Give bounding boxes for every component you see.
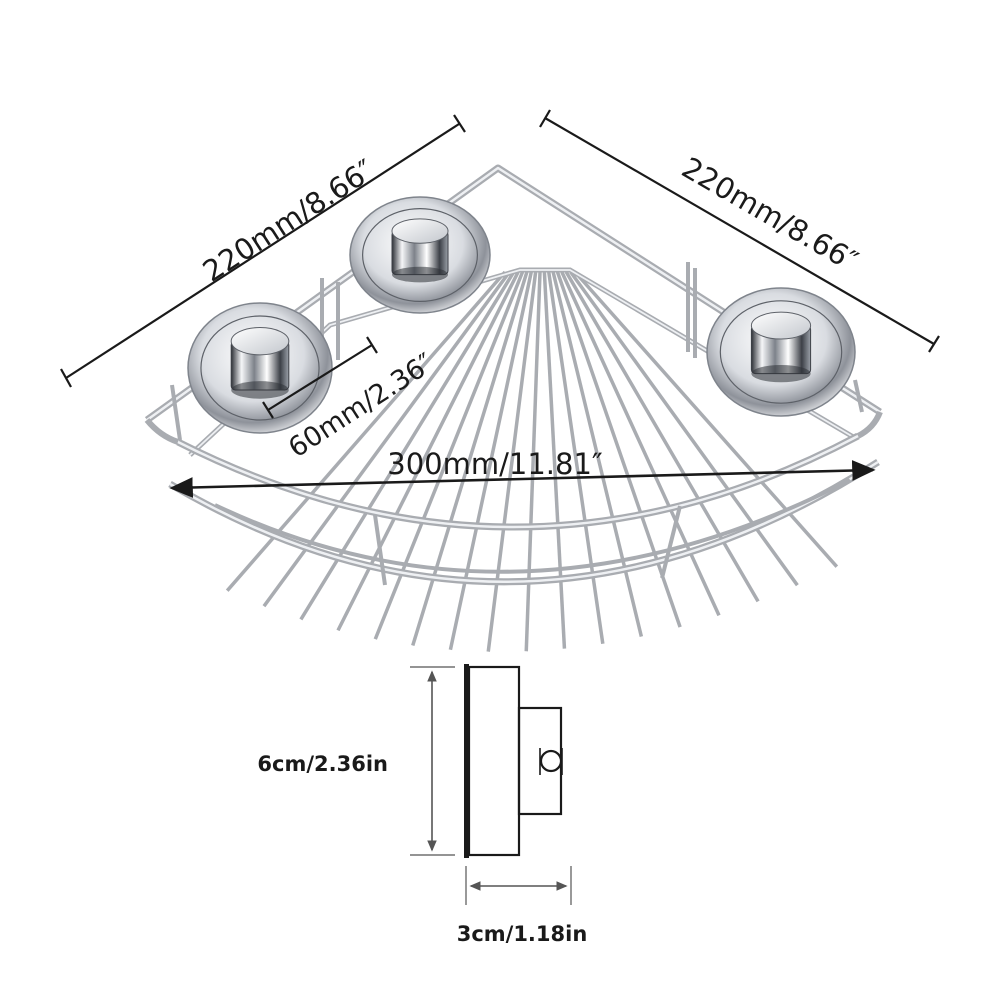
top-dimensions [60,109,940,498]
fan-wire [547,271,605,644]
suction-cup-icon [349,196,491,314]
right-dimension-line [544,117,935,345]
fan-wire [569,270,799,587]
suction-cup-side-view: 6cm/2.36in 3cm/1.18in [257,664,587,946]
height-dimension [410,666,455,856]
left-dimension-line [65,123,460,379]
front-width-arrow [169,460,876,498]
cup-depth-label: 3cm/1.18in [457,922,588,946]
fan-wire [299,271,516,621]
front-width-label: 300mm/11.81″ [387,447,603,481]
suction-cup-icon [706,287,856,417]
right-edge-label: 220mm/8.66″ [676,150,864,278]
fan-wire [555,271,682,628]
cup-profile [464,664,563,858]
offset-dimension-line [267,344,373,411]
fan-wire [573,270,839,568]
fan-wire [373,271,525,640]
corner-shelf-basket [144,164,883,652]
suction-cups [187,196,856,434]
fan-wire [411,271,529,647]
fan-wire [560,271,721,617]
fan-wire [564,271,760,603]
fan-wire [336,271,520,632]
suction-cup-icon [187,302,333,434]
fan-wire [551,271,644,637]
depth-dimension [465,866,572,905]
fan-wires [225,270,839,652]
cup-height-label: 6cm/2.36in [257,752,388,776]
